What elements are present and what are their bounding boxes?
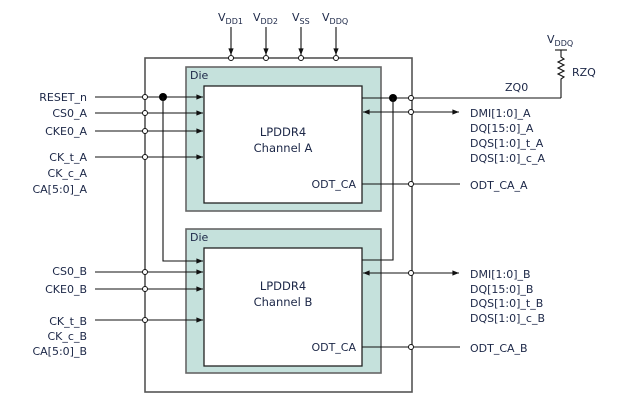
zq-supply-label: VDDQ	[547, 33, 573, 48]
channel-b-block	[203, 247, 363, 367]
cs0-b-pin-circle	[142, 269, 148, 275]
channel-a-block	[203, 85, 363, 204]
signal-label-dmi-b: DMI[1:0]_B	[470, 268, 531, 281]
cke0-b-pin-circle	[142, 286, 148, 292]
signal-label-ca-b: CA[5:0]_B	[32, 345, 87, 358]
channel-a-odt-pin: ODT_CA	[311, 178, 356, 191]
dq-b-pin-circle	[408, 270, 414, 276]
signal-label-reset: RESET_n	[39, 91, 87, 104]
signal-label-cs0-a: CS0_A	[52, 107, 87, 120]
channel-b-subtitle: Channel B	[254, 295, 313, 309]
vss-label: VSS	[292, 11, 310, 26]
package-outline	[144, 57, 413, 393]
vddq-label: VDDQ	[322, 11, 348, 26]
dq-a-pin-circle	[408, 109, 414, 115]
signal-label-dqs-t-a: DQS[1:0]_t_A	[470, 137, 544, 150]
zq0-label: ZQ0	[505, 81, 528, 94]
reset-branch-to-b	[162, 97, 203, 264]
signal-label-cke0-b: CKE0_B	[45, 283, 87, 296]
vdd1-label: VDD1	[218, 11, 243, 26]
ck-ca-b-pin-circle	[142, 317, 148, 323]
signal-label-dq-b: DQ[15:0]_B	[470, 283, 533, 296]
power-pins: VDD1 VDD2 VSS VDDQ	[218, 11, 348, 61]
signal-label-odt-b: ODT_CA_B	[470, 342, 528, 355]
vddq-pin-circle	[333, 55, 339, 61]
right-signals-a: DMI[1:0]_A DQ[15:0]_A DQS[1:0]_t_A DQS[1…	[362, 107, 545, 192]
odt-b-pin-circle	[408, 344, 414, 350]
signal-label-dmi-a: DMI[1:0]_A	[470, 107, 531, 120]
ck-ca-a-pin-circle	[142, 154, 148, 160]
signal-label-cke0-a: CKE0_A	[45, 125, 87, 138]
signal-label-dqs-c-b: DQS[1:0]_c_B	[470, 312, 545, 325]
die-b: Die LPDDR4 Channel B ODT_CA	[185, 228, 382, 374]
zq0-pin-circle	[408, 95, 414, 101]
signal-label-cs0-b: CS0_B	[52, 265, 87, 278]
signal-label-ck-c-b: CK_c_B	[48, 330, 88, 343]
channel-a-subtitle: Channel A	[254, 141, 313, 155]
power-pin-vdd2: VDD2	[253, 11, 278, 61]
channel-b-title: LPDDR4	[260, 279, 306, 293]
die-a-label: Die	[190, 69, 209, 82]
channel-a-title: LPDDR4	[260, 125, 306, 139]
signal-label-ca-a: CA[5:0]_A	[32, 183, 87, 196]
resistor-icon	[556, 50, 566, 98]
cke0-a-pin-circle	[142, 128, 148, 134]
zq-network: VDDQ RZQ ZQ0	[362, 33, 596, 261]
signal-label-ck-c-a: CK_c_A	[48, 167, 88, 180]
vdd1-pin-circle	[228, 55, 234, 61]
signal-label-ck-t-b: CK_t_B	[49, 315, 87, 328]
signal-label-dqs-c-a: DQS[1:0]_c_A	[470, 152, 545, 165]
zq0-branch-to-b	[362, 98, 394, 261]
left-signals-b: CS0_B CKE0_B CK_t_B CK_c_B CA[5:0]_B	[32, 265, 203, 358]
channel-b-odt-pin: ODT_CA	[311, 341, 356, 354]
signal-label-odt-a: ODT_CA_A	[470, 179, 528, 192]
power-pin-vss: VSS	[292, 11, 310, 61]
reset-pin-circle	[142, 94, 148, 100]
vdd2-pin-circle	[263, 55, 269, 61]
cs0-a-pin-circle	[142, 110, 148, 116]
rzq-label: RZQ	[572, 66, 596, 79]
signal-label-ck-t-a: CK_t_A	[49, 151, 87, 164]
die-b-label: Die	[190, 231, 209, 244]
power-pin-vddq: VDDQ	[322, 11, 348, 61]
vss-pin-circle	[298, 55, 304, 61]
power-pin-vdd1: VDD1	[218, 11, 243, 61]
right-signals-b: DMI[1:0]_B DQ[15:0]_B DQS[1:0]_t_B DQS[1…	[362, 268, 545, 355]
signal-label-dq-a: DQ[15:0]_A	[470, 122, 534, 135]
left-signals-a: RESET_n CS0_A CKE0_A CK_t_A CK_c_A CA[5:…	[32, 91, 203, 264]
signal-label-dqs-t-b: DQS[1:0]_t_B	[470, 297, 543, 310]
die-a: Die LPDDR4 Channel A ODT_CA	[185, 66, 382, 212]
vdd2-label: VDD2	[253, 11, 278, 26]
odt-a-pin-circle	[408, 181, 414, 187]
